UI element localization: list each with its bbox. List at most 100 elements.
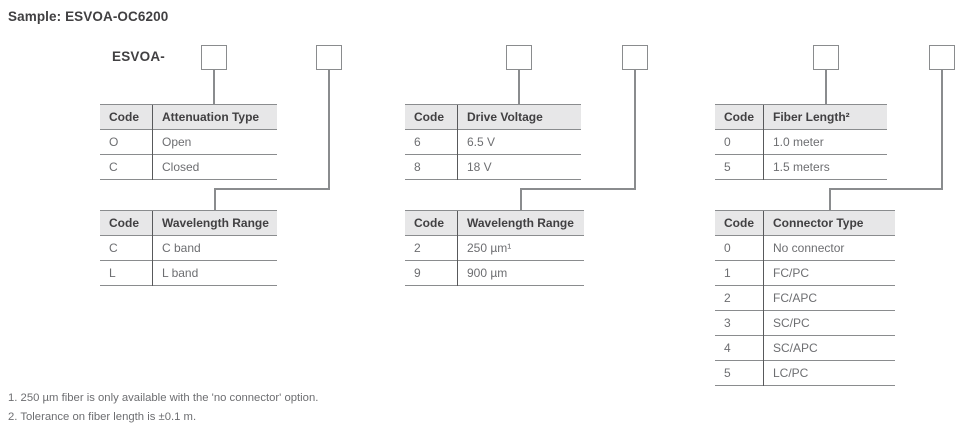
code-table-wavelength-range-fiber: Code Wavelength Range 2 250 µm¹ 9 900 µm [405,210,584,286]
label-column-header: Wavelength Range [467,216,574,230]
code-cell: C [109,241,118,255]
footnotes: 1. 250 µm fiber is only available with t… [8,389,318,427]
footnote-2: 2. Tolerance on fiber length is ±0.1 m. [8,411,197,423]
value-cell: FC/APC [773,291,818,305]
code-cell: 5 [724,366,731,380]
table-row: 5 LC/PC [715,361,895,386]
column-divider [763,105,764,180]
table-row: 4 SC/APC [715,336,895,361]
digit-box-2 [316,45,342,70]
table-row: 1 FC/PC [715,261,895,286]
code-cell: 5 [724,160,731,174]
table-row: 2 250 µm¹ [405,236,584,261]
connector-line-6a [941,70,943,189]
code-cell: 2 [414,241,421,255]
table-row: C Closed [100,155,277,180]
code-cell: 4 [724,341,731,355]
connector-line-2c [214,188,216,210]
code-cell: 8 [414,160,421,174]
digit-box-1 [201,45,227,70]
code-table-fiber-length: Code Fiber Length² 0 1.0 meter 5 1.5 meters [715,104,887,180]
value-cell: Open [162,135,192,149]
code-cell: 1 [724,266,731,280]
code-cell: 3 [724,316,731,330]
table-row: 9 900 µm [405,261,584,286]
code-cell: L [109,266,116,280]
footnote-1: 1. 250 µm fiber is only available with t… [8,392,319,404]
code-column-header: Code [109,216,139,230]
code-cell: O [109,135,119,149]
code-cell: 2 [724,291,731,305]
table-header-row: Code Drive Voltage [405,105,581,130]
code-table-drive-voltage: Code Drive Voltage 6 6.5 V 8 18 V [405,104,581,180]
sample-title: Sample: ESVOA-OC6200 [8,9,169,24]
label-column-header: Connector Type [773,216,864,230]
value-cell: SC/APC [773,341,818,355]
table-row: 0 1.0 meter [715,130,887,155]
connector-line-5 [825,70,827,104]
label-column-header: Wavelength Range [162,216,269,230]
table-row: 6 6.5 V [405,130,581,155]
value-cell: 900 µm [467,266,508,280]
code-column-header: Code [414,110,444,124]
connector-line-2b [214,188,330,190]
column-divider [763,211,764,386]
digit-box-4 [622,45,648,70]
column-divider [457,105,458,180]
value-cell: Closed [162,160,200,174]
table-header-row: Code Connector Type [715,211,895,236]
code-table-connector-type: Code Connector Type 0 No connector 1 FC/PC 2 FC… [715,210,895,386]
table-header-row: Code Wavelength Range [100,211,277,236]
connector-line-2a [328,70,330,189]
value-cell: C band [162,241,201,255]
connector-line-1 [213,70,215,104]
code-column-header: Code [414,216,444,230]
code-cell: C [109,160,118,174]
table-row: 2 FC/APC [715,286,895,311]
value-cell: FC/PC [773,266,809,280]
table-header-row: Code Attenuation Type [100,105,277,130]
connector-line-4b [520,188,636,190]
table-header-row: Code Wavelength Range [405,211,584,236]
value-cell: L band [162,266,199,280]
column-divider [152,211,153,286]
value-cell: SC/PC [773,316,810,330]
table-row: L L band [100,261,277,286]
label-column-header: Attenuation Type [162,110,260,124]
label-column-header: Fiber Length² [773,110,850,124]
code-cell: 6 [414,135,421,149]
code-column-header: Code [724,216,754,230]
connector-line-4a [634,70,636,189]
column-divider [457,211,458,286]
code-column-header: Code [109,110,139,124]
table-row: 8 18 V [405,155,581,180]
value-cell: 1.0 meter [773,135,824,149]
code-cell: 0 [724,241,731,255]
digit-box-3 [506,45,532,70]
table-row: 3 SC/PC [715,311,895,336]
connector-line-6c [829,188,831,210]
value-cell: 18 V [467,160,492,174]
code-cell: 9 [414,266,421,280]
part-number-prefix: ESVOA- [112,49,165,64]
code-column-header: Code [724,110,754,124]
connector-line-6b [829,188,943,190]
value-cell: 1.5 meters [773,160,830,174]
value-cell: 6.5 V [467,135,496,149]
value-cell: 250 µm¹ [467,241,512,255]
code-cell: 0 [724,135,731,149]
connector-line-3 [518,70,520,104]
digit-box-6 [929,45,955,70]
table-row: O Open [100,130,277,155]
digit-box-5 [813,45,839,70]
value-cell: LC/PC [773,366,809,380]
value-cell: No connector [773,241,845,255]
connector-line-4c [520,188,522,210]
column-divider [152,105,153,180]
table-row: C C band [100,236,277,261]
label-column-header: Drive Voltage [467,110,543,124]
table-row: 5 1.5 meters [715,155,887,180]
